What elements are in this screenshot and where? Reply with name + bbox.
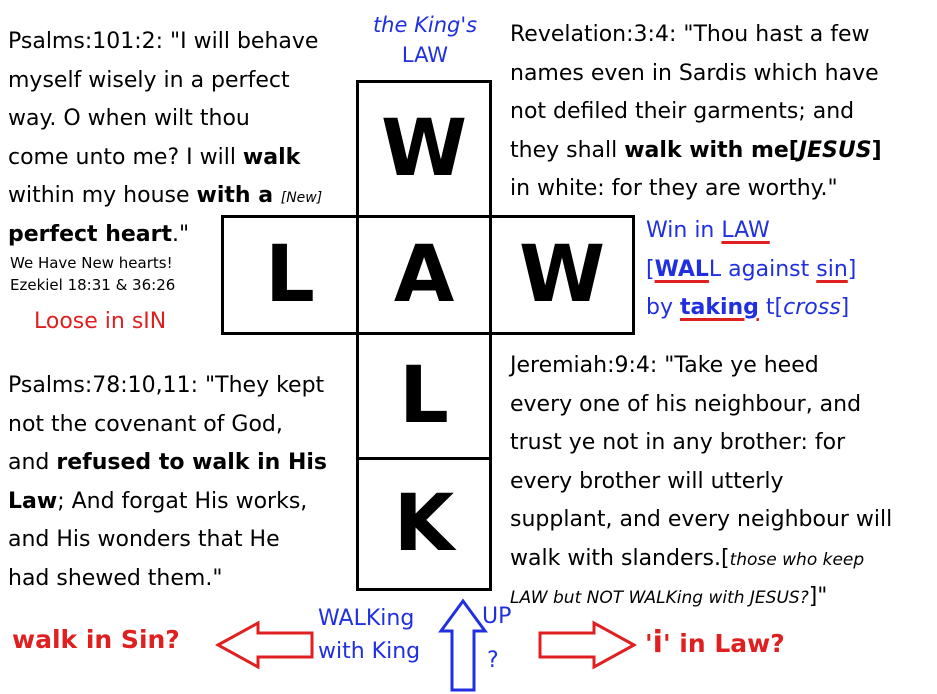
up-arrow-shape: [438, 598, 488, 692]
win-line: [WALL against sin]: [646, 251, 856, 290]
left-arrow-icon: [215, 620, 314, 670]
grid-cell-k-bottom: K: [356, 457, 492, 591]
up-label: UP: [482, 604, 512, 629]
jeremiah-line: Jeremiah:9:4: "Take ye heed: [510, 353, 819, 378]
psalms-78-line: not the covenant of God,: [8, 411, 283, 437]
jeremiah-block: Jeremiah:9:4: "Take ye heed every one of…: [510, 347, 892, 617]
revelation-block: Revelation:3:4: "Thou hast a few names e…: [510, 16, 882, 209]
italic-text: cross: [783, 295, 841, 320]
jeremiah-line: trust ye not in any brother: for: [510, 430, 846, 455]
note-line: Ezekiel 18:31 & 36:26: [10, 276, 176, 294]
grid-cell-w-right: W: [489, 215, 635, 335]
bold-text: refused to walk in His: [56, 450, 328, 475]
win-line: by taking t[cross]: [646, 289, 856, 328]
text: ; And forgat His works,: [57, 488, 308, 514]
bold-text: Law: [8, 488, 58, 514]
walking-line: WALKing: [318, 606, 415, 631]
psalms-101-line: come unto me? I will walk: [8, 139, 322, 178]
psalms-101-line: perfect heart.": [8, 216, 322, 255]
jeremiah-line: walk with slanders.[those who keep: [510, 540, 892, 579]
psalms-78-block: Psalms:78:10,11: "They kept not the cove…: [8, 367, 327, 598]
grid-cell-a-center: A: [356, 215, 492, 335]
walking-with-king-label: WALKing with King: [318, 602, 420, 668]
header-law: LAW: [401, 43, 449, 67]
bold-text: walk: [242, 144, 301, 170]
text: ': [645, 629, 653, 658]
up-arrow-icon: [438, 598, 488, 692]
left-arrow-shape: [215, 620, 314, 670]
note-line: We Have New hearts!: [10, 254, 173, 272]
bold-italic-text: JESUS: [798, 137, 872, 163]
text: ' in Law?: [662, 629, 785, 658]
text: and: [8, 450, 57, 475]
up-question: ?: [487, 648, 499, 673]
grid-cell-w-top: W: [356, 80, 492, 218]
text: Win in: [646, 218, 722, 243]
jeremiah-line: every one of his neighbour, and: [510, 391, 862, 417]
revelation-line: Revelation:3:4: "Thou hast a few: [510, 22, 870, 47]
underlined-text: LAW: [721, 218, 770, 243]
italic-text: those who keep: [729, 549, 865, 570]
text: walk with slanders.[: [510, 545, 730, 571]
psalms-101-line: way. O when wilt thou: [8, 106, 250, 131]
new-hearts-note: We Have New hearts! Ezekiel 18:31 & 36:2…: [10, 252, 175, 296]
win-line: Win in LAW: [646, 212, 856, 251]
jeremiah-line: every brother will utterly: [510, 468, 784, 494]
psalms-101-line: myself wisely in a perfect: [8, 67, 290, 93]
win-in-law-block: Win in LAW [WALL against sin] by taking …: [646, 212, 856, 328]
psalms-78-line: and refused to walk in His: [8, 444, 327, 483]
jeremiah-line: LAW but NOT WALKing with JESUS?]": [510, 578, 892, 617]
bold-text: perfect heart: [8, 221, 173, 247]
psalms-78-line: Psalms:78:10,11: "They kept: [8, 373, 325, 398]
header-title: the King's LAW: [366, 10, 484, 70]
psalms-78-line: and His wonders that He: [8, 527, 280, 552]
psalms-101-line: within my house with a [New]: [8, 177, 322, 216]
text: t[: [758, 295, 784, 320]
italic-note: [New]: [280, 190, 323, 206]
psalms-78-line: had shewed them.": [8, 565, 223, 591]
text: .": [172, 221, 190, 247]
psalms-78-line: Law; And forgat His works,: [8, 483, 327, 522]
text: within my house: [8, 183, 197, 208]
bold-text: walk with me[: [624, 137, 799, 163]
jeremiah-line: supplant, and every neighbour will: [510, 507, 893, 532]
underlined-text: taking: [679, 295, 759, 320]
revelation-line: names even in Sardis which have: [510, 60, 879, 86]
right-arrow-icon: [538, 620, 637, 670]
text: ]": [808, 584, 828, 609]
i-in-law-label: 'i' in Law?: [645, 625, 785, 660]
grid-cell-l-lower: L: [356, 332, 492, 460]
text: come unto me? I will: [8, 144, 243, 170]
text: L against: [708, 256, 817, 282]
revelation-line: in white: for they are worthy.": [510, 176, 838, 201]
right-arrow-shape: [538, 620, 637, 670]
text: [: [646, 256, 655, 282]
text: ]: [840, 295, 850, 320]
underlined-text: WAL: [654, 256, 709, 282]
text: i: [652, 625, 663, 660]
text: they shall: [510, 137, 625, 163]
revelation-line: not defiled their garments; and: [510, 99, 855, 124]
underlined-text: sin: [816, 256, 848, 282]
walk-in-sin-label: walk in Sin?: [12, 625, 180, 654]
with-king-line: with King: [318, 639, 421, 664]
header-kings: King's: [414, 13, 478, 37]
psalms-101-line: Psalms:101:2: "I will behave: [8, 29, 319, 54]
italic-text: LAW but NOT WALKing with JESUS?: [510, 588, 809, 608]
psalms-101-block: Psalms:101:2: "I will behave myself wise…: [8, 23, 322, 254]
header-the: the: [372, 13, 408, 37]
bold-text: with a: [196, 183, 281, 208]
revelation-line: they shall walk with me[JESUS]: [510, 132, 882, 171]
bold-text: ]: [871, 137, 882, 163]
loose-in-sin: Loose in sIN: [34, 309, 167, 334]
grid-cell-l-left: L: [221, 215, 359, 335]
text: ]: [847, 256, 857, 282]
text: by: [646, 295, 680, 320]
